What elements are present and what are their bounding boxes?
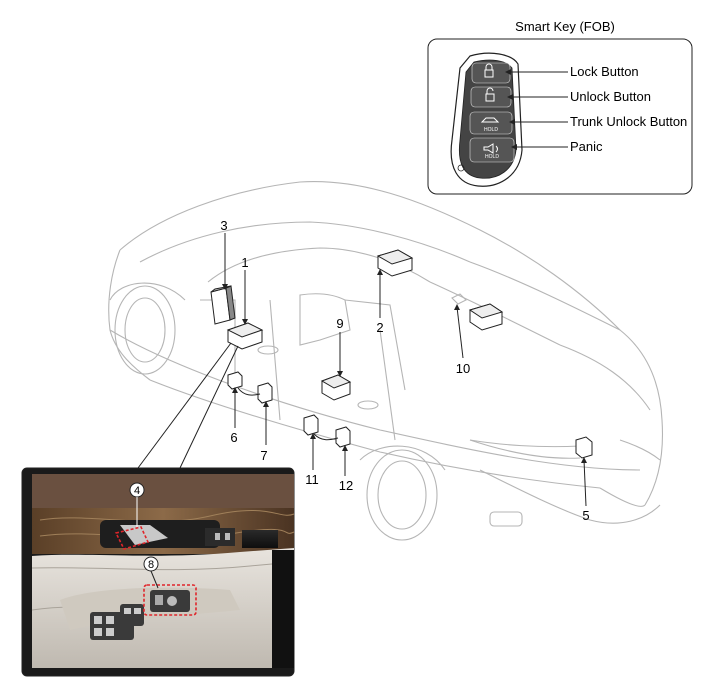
panic-horn-icon: [483, 143, 498, 154]
wires: [237, 387, 339, 441]
callout-9: 9: [336, 316, 343, 331]
lock-button-label: Lock Button: [570, 64, 639, 79]
callout-1: 1: [241, 255, 248, 270]
callout-8: 8: [148, 559, 154, 571]
lock-button-shape: [471, 62, 511, 84]
callout-12: 12: [339, 478, 353, 493]
fob-arrowheads: [505, 69, 517, 150]
callout-2: 2: [376, 320, 383, 335]
component-7: [257, 382, 273, 404]
fob-leaders: [508, 71, 568, 148]
highlight-4: [114, 526, 150, 550]
highlight-8: [143, 584, 197, 616]
component-12: [335, 426, 351, 448]
unlock-button-shape: [470, 86, 512, 108]
panic-button-shape: [469, 137, 515, 163]
lock-icon: [484, 63, 494, 78]
callout-10: 10: [456, 361, 470, 376]
callout-6: 6: [230, 430, 237, 445]
keyring-hole: [457, 164, 465, 172]
callout-leaders: [224, 233, 587, 507]
door-trim-photo: 4 8: [21, 467, 295, 677]
door-handle: [120, 525, 168, 545]
component-6: [227, 371, 243, 390]
smart-key-fob: HOLD HOLD: [450, 52, 523, 187]
components: [210, 249, 593, 459]
component-11: [303, 414, 319, 436]
callout-5: 5: [582, 508, 589, 523]
panic-button-label: Panic: [570, 139, 603, 154]
zoom-lines: [137, 342, 239, 469]
callout-11: 11: [305, 472, 319, 487]
unlock-button-label: Unlock Button: [570, 89, 651, 104]
callout-7: 7: [260, 448, 267, 463]
component-5: [575, 436, 593, 459]
trunk-icon: [480, 117, 500, 123]
hold-label-trunk: HOLD: [484, 127, 498, 133]
trunk-unlock-button-label: Trunk Unlock Button: [570, 114, 687, 129]
vehicle-outline: [108, 180, 663, 541]
callout-3: 3: [220, 218, 227, 233]
unlock-icon: [485, 87, 495, 102]
fob-title: Smart Key (FOB): [515, 19, 615, 34]
hold-label-panic: HOLD: [485, 154, 499, 160]
callout-arrowheads: [222, 269, 587, 463]
callout-4: 4: [134, 485, 140, 497]
